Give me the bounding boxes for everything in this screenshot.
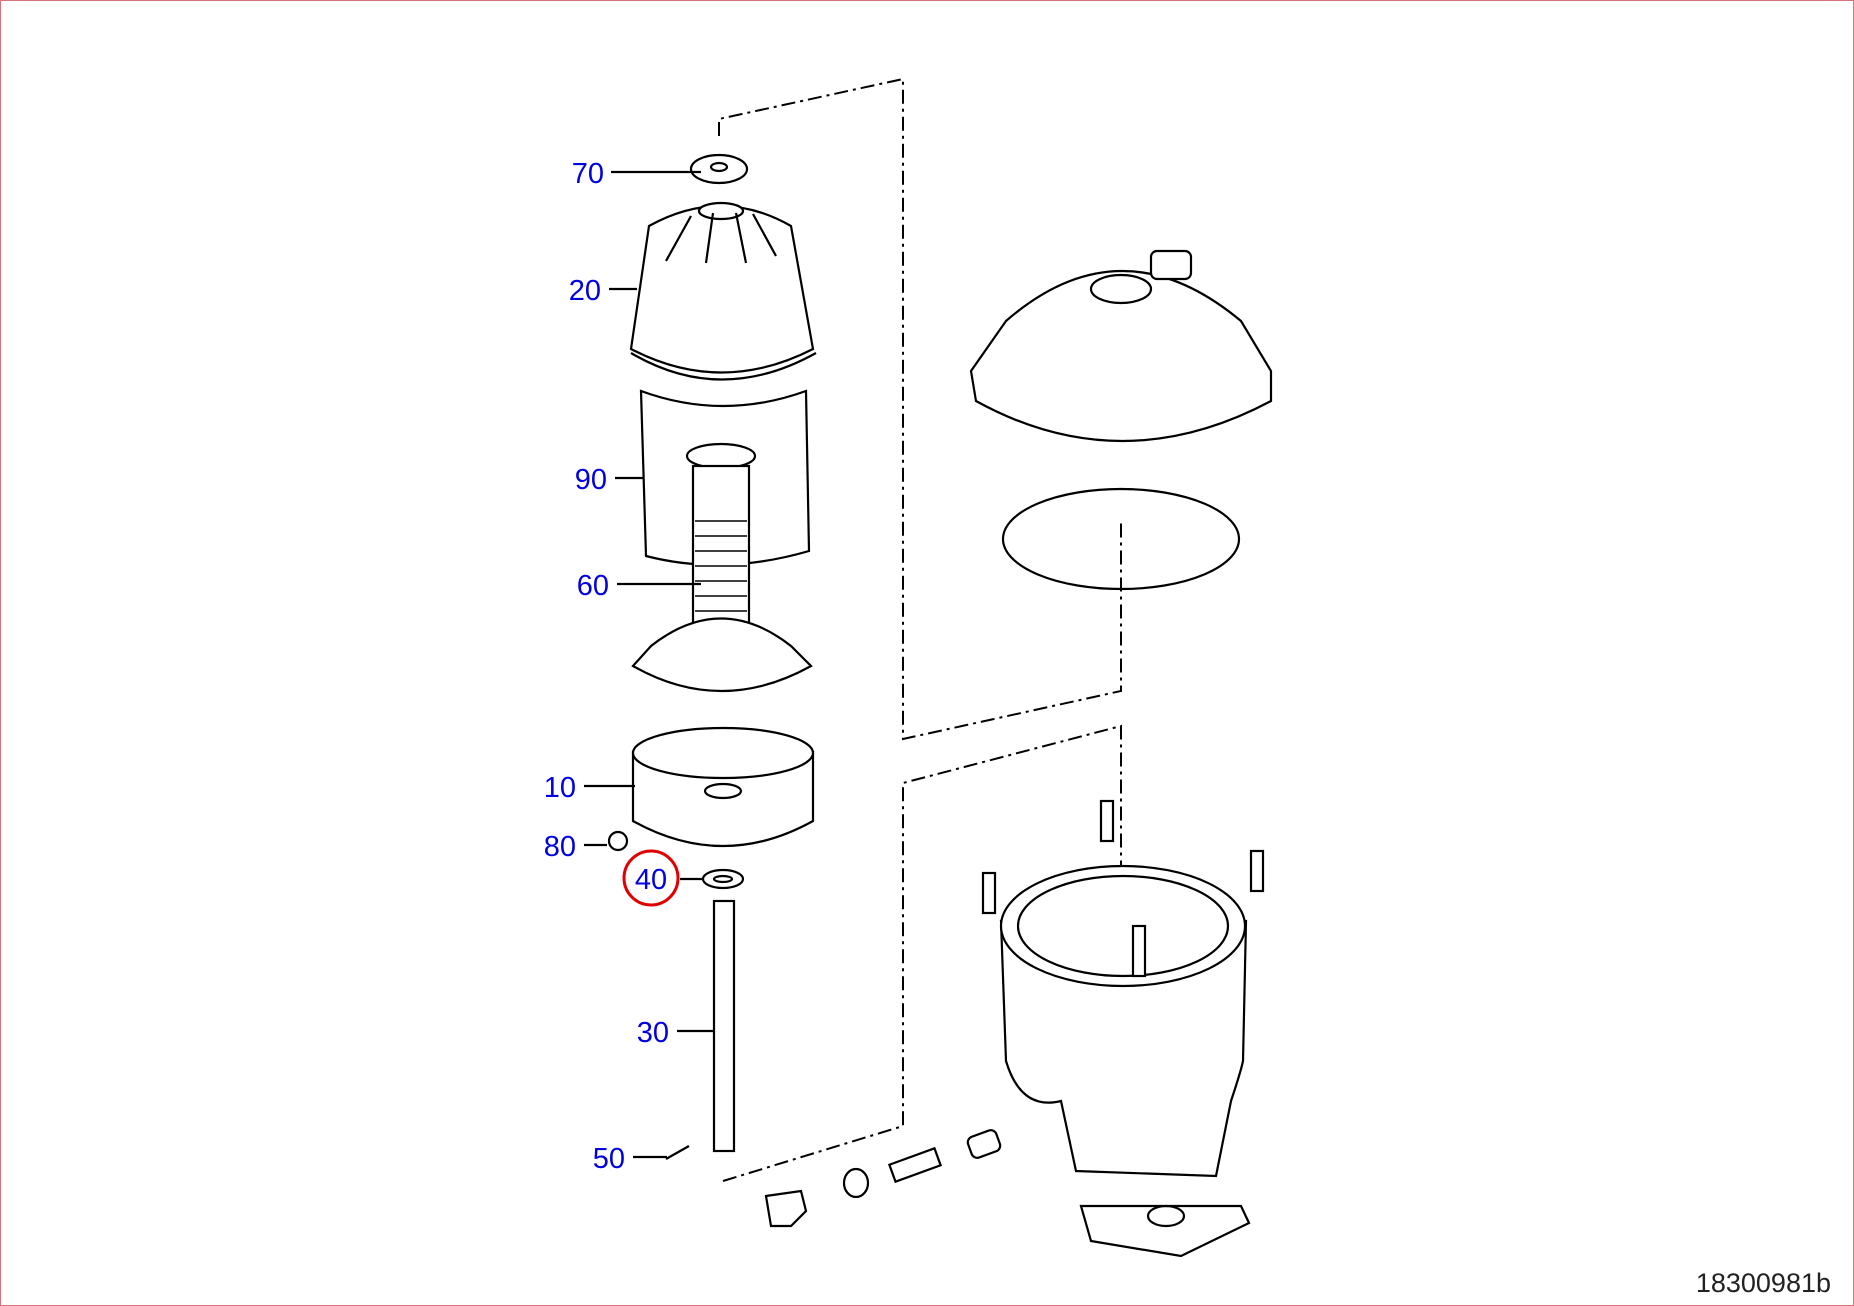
part-10-bowl (631, 726, 815, 847)
callout-70[interactable]: 70 (572, 158, 604, 190)
part-80-plug (607, 830, 629, 852)
assembly-line-upper (718, 77, 1122, 741)
callout-60[interactable]: 60 (577, 570, 609, 602)
housing-cover (969, 249, 1273, 443)
callout-30[interactable]: 30 (637, 1017, 669, 1049)
callout-80[interactable]: 80 (544, 831, 576, 863)
callout-10[interactable]: 10 (544, 772, 576, 804)
small-parts (764, 1129, 1002, 1228)
callout-90[interactable]: 90 (575, 464, 607, 496)
part-30-rod (712, 899, 736, 1153)
part-60-center-tube (631, 442, 813, 693)
filter-housing (981, 799, 1265, 1258)
part-70-washer (689, 153, 749, 185)
document-id: 18300981b (1695, 1268, 1831, 1298)
callout-20[interactable]: 20 (569, 275, 601, 307)
part-20-cover (629, 201, 817, 381)
assembly-line-lower (722, 724, 1122, 1182)
part-40-seal-ring (701, 868, 745, 890)
callout-40[interactable]: 40 (635, 864, 667, 896)
highlight-circle (622, 849, 680, 907)
housing-gasket (1001, 487, 1241, 591)
part-50-pin (665, 1145, 690, 1160)
leader-lines (584, 170, 714, 1159)
callout-50[interactable]: 50 (593, 1143, 625, 1175)
